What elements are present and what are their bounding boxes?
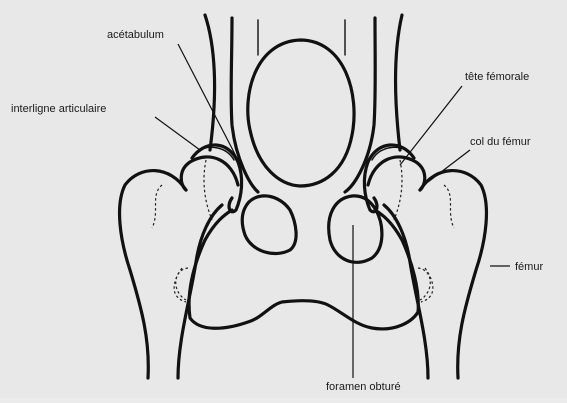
leader-tete: [400, 86, 462, 165]
label-col-du-femur: col du fémur: [470, 136, 531, 148]
left-ischium-line: [205, 210, 232, 240]
left-femur-inner: [178, 205, 222, 378]
left-obturator-foramen: [242, 196, 296, 254]
right-femoral-head: [368, 157, 425, 190]
right-femur-inner: [384, 205, 428, 378]
left-lesser-trochanter-dash: [176, 268, 188, 300]
left-femur-outer: [120, 171, 186, 378]
label-tete-femorale: tête fémorale: [465, 71, 529, 83]
label-acetabulum: acétabulum: [107, 29, 164, 41]
right-ilium-inner: [345, 18, 375, 192]
pelvic-lower-outline: [189, 240, 418, 329]
label-foramen-obture: foramen obturé: [326, 381, 401, 393]
label-femur: fémur: [515, 261, 543, 273]
right-femur-outer: [420, 171, 486, 378]
left-ischial-dash: [174, 268, 186, 302]
right-ilium-outer: [396, 15, 402, 150]
left-ilium-inner: [231, 18, 258, 192]
leader-acetabulum: [178, 44, 238, 160]
leader-interligne: [155, 117, 200, 150]
left-trochanter-dash: [152, 185, 162, 228]
left-ilium-outer: [205, 15, 215, 150]
left-femoral-head: [181, 157, 238, 190]
right-obturator-foramen: [329, 196, 382, 262]
label-interligne-articulaire: interligne articulaire: [11, 103, 106, 115]
right-neck-dash: [394, 160, 402, 220]
left-neck-dash: [204, 160, 212, 220]
pelvic-inlet: [248, 40, 354, 186]
right-trochanter-dash: [444, 185, 454, 228]
leader-col: [428, 150, 470, 182]
